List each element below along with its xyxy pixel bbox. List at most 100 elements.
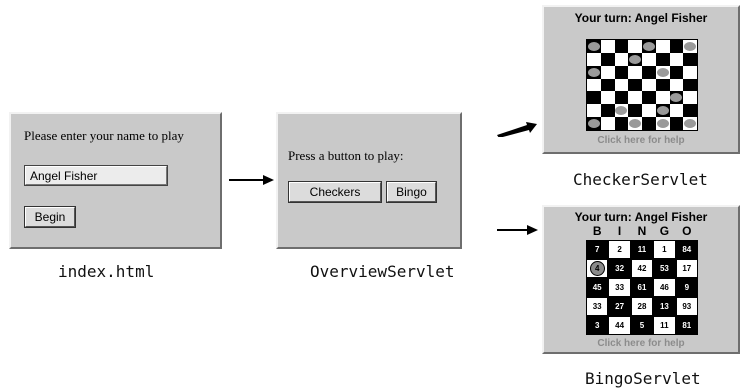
bingo-cell[interactable]: 9 bbox=[675, 278, 698, 297]
checker-square[interactable] bbox=[642, 104, 656, 118]
bingo-cell[interactable]: 32 bbox=[608, 259, 631, 278]
checker-square[interactable] bbox=[614, 78, 629, 92]
checker-square[interactable] bbox=[614, 104, 629, 118]
checker-square[interactable] bbox=[683, 104, 697, 118]
bingo-cell[interactable]: 93 bbox=[675, 297, 698, 316]
checker-square[interactable] bbox=[669, 52, 684, 66]
bingo-cell[interactable]: 33 bbox=[608, 278, 631, 297]
checker-square[interactable] bbox=[614, 52, 629, 66]
name-input[interactable]: Angel Fisher bbox=[25, 166, 167, 185]
checker-square[interactable] bbox=[655, 78, 670, 92]
checker-square[interactable] bbox=[628, 91, 642, 105]
checker-square[interactable] bbox=[587, 65, 601, 79]
checker-square[interactable] bbox=[587, 91, 601, 105]
checker-square[interactable] bbox=[614, 91, 629, 105]
checker-square[interactable] bbox=[669, 65, 684, 79]
checker-square[interactable] bbox=[614, 117, 629, 130]
bingo-cell[interactable]: 84 bbox=[675, 240, 698, 259]
bingo-cell[interactable]: 27 bbox=[608, 297, 631, 316]
bingo-cell[interactable]: 11 bbox=[630, 240, 654, 259]
checker-square[interactable] bbox=[642, 91, 656, 105]
checker-square[interactable] bbox=[587, 117, 601, 130]
checkers-button[interactable]: Checkers bbox=[289, 182, 381, 202]
bingo-help-link[interactable]: Click here for help bbox=[597, 338, 685, 349]
checker-square[interactable] bbox=[614, 40, 629, 53]
checker-square[interactable] bbox=[683, 52, 697, 66]
checker-square[interactable] bbox=[600, 65, 615, 79]
checker-piece[interactable] bbox=[642, 41, 655, 51]
checker-piece[interactable] bbox=[587, 41, 600, 51]
checker-square[interactable] bbox=[683, 78, 697, 92]
checker-piece[interactable] bbox=[684, 119, 697, 129]
checker-square[interactable] bbox=[655, 52, 670, 66]
bingo-cell[interactable]: 53 bbox=[653, 259, 676, 278]
checker-square[interactable] bbox=[669, 78, 684, 92]
checker-piece[interactable] bbox=[656, 106, 669, 116]
bingo-cell[interactable]: 46 bbox=[653, 278, 676, 297]
checker-square[interactable] bbox=[628, 117, 642, 130]
checker-square[interactable] bbox=[600, 104, 615, 118]
checker-square[interactable] bbox=[655, 91, 670, 105]
checker-piece[interactable] bbox=[656, 67, 669, 77]
checker-square[interactable] bbox=[655, 40, 670, 53]
bingo-cell[interactable]: 3 bbox=[586, 316, 609, 335]
begin-button[interactable]: Begin bbox=[25, 207, 75, 227]
checker-piece[interactable] bbox=[629, 119, 642, 129]
checker-piece[interactable] bbox=[656, 119, 669, 129]
checker-square[interactable] bbox=[587, 78, 601, 92]
checker-square[interactable] bbox=[683, 40, 697, 53]
checker-help-link[interactable]: Click here for help bbox=[597, 135, 685, 146]
checker-square[interactable] bbox=[642, 65, 656, 79]
checker-square[interactable] bbox=[642, 40, 656, 53]
checker-square[interactable] bbox=[683, 117, 697, 130]
bingo-cell[interactable]: 11 bbox=[653, 316, 676, 335]
checker-square[interactable] bbox=[628, 65, 642, 79]
bingo-cell[interactable]: 28 bbox=[630, 297, 654, 316]
bingo-cell[interactable]: 7 bbox=[586, 240, 609, 259]
checker-square[interactable] bbox=[642, 52, 656, 66]
checker-square[interactable] bbox=[669, 104, 684, 118]
checker-square[interactable] bbox=[587, 40, 601, 53]
checker-square[interactable] bbox=[614, 65, 629, 79]
bingo-cell[interactable]: 1 bbox=[653, 240, 676, 259]
checker-square[interactable] bbox=[655, 117, 670, 130]
checker-square[interactable] bbox=[628, 78, 642, 92]
checker-square[interactable] bbox=[587, 52, 601, 66]
checkerboard[interactable] bbox=[586, 39, 698, 131]
checker-piece[interactable] bbox=[670, 93, 683, 103]
checker-square[interactable] bbox=[669, 40, 684, 53]
checker-square[interactable] bbox=[669, 117, 684, 130]
checker-square[interactable] bbox=[655, 65, 670, 79]
bingo-cell[interactable]: 44 bbox=[608, 316, 631, 335]
checker-piece[interactable] bbox=[629, 54, 642, 64]
checker-square[interactable] bbox=[642, 117, 656, 130]
checker-square[interactable] bbox=[600, 117, 615, 130]
checker-piece[interactable] bbox=[587, 119, 600, 129]
checker-square[interactable] bbox=[683, 65, 697, 79]
bingo-cell[interactable]: 2 bbox=[608, 240, 631, 259]
checker-square[interactable] bbox=[628, 52, 642, 66]
checker-square[interactable] bbox=[683, 91, 697, 105]
checker-piece[interactable] bbox=[587, 67, 600, 77]
bingo-cell[interactable]: 42 bbox=[630, 259, 654, 278]
checker-piece[interactable] bbox=[615, 106, 628, 116]
checker-square[interactable] bbox=[669, 91, 684, 105]
bingo-cell[interactable]: 45 bbox=[586, 278, 609, 297]
bingo-cell[interactable]: 13 bbox=[653, 297, 676, 316]
bingo-cell[interactable]: 4 bbox=[586, 259, 609, 278]
bingo-cell[interactable]: 61 bbox=[630, 278, 654, 297]
checker-square[interactable] bbox=[655, 104, 670, 118]
checker-square[interactable] bbox=[600, 40, 615, 53]
checker-square[interactable] bbox=[600, 52, 615, 66]
bingo-button[interactable]: Bingo bbox=[387, 182, 436, 202]
checker-square[interactable] bbox=[642, 78, 656, 92]
bingo-cell[interactable]: 17 bbox=[675, 259, 698, 278]
bingo-cell[interactable]: 33 bbox=[586, 297, 609, 316]
checker-square[interactable] bbox=[600, 78, 615, 92]
checker-square[interactable] bbox=[628, 104, 642, 118]
checker-square[interactable] bbox=[587, 104, 601, 118]
bingo-cell[interactable]: 81 bbox=[675, 316, 698, 335]
checker-piece[interactable] bbox=[684, 41, 697, 51]
checker-square[interactable] bbox=[628, 40, 642, 53]
